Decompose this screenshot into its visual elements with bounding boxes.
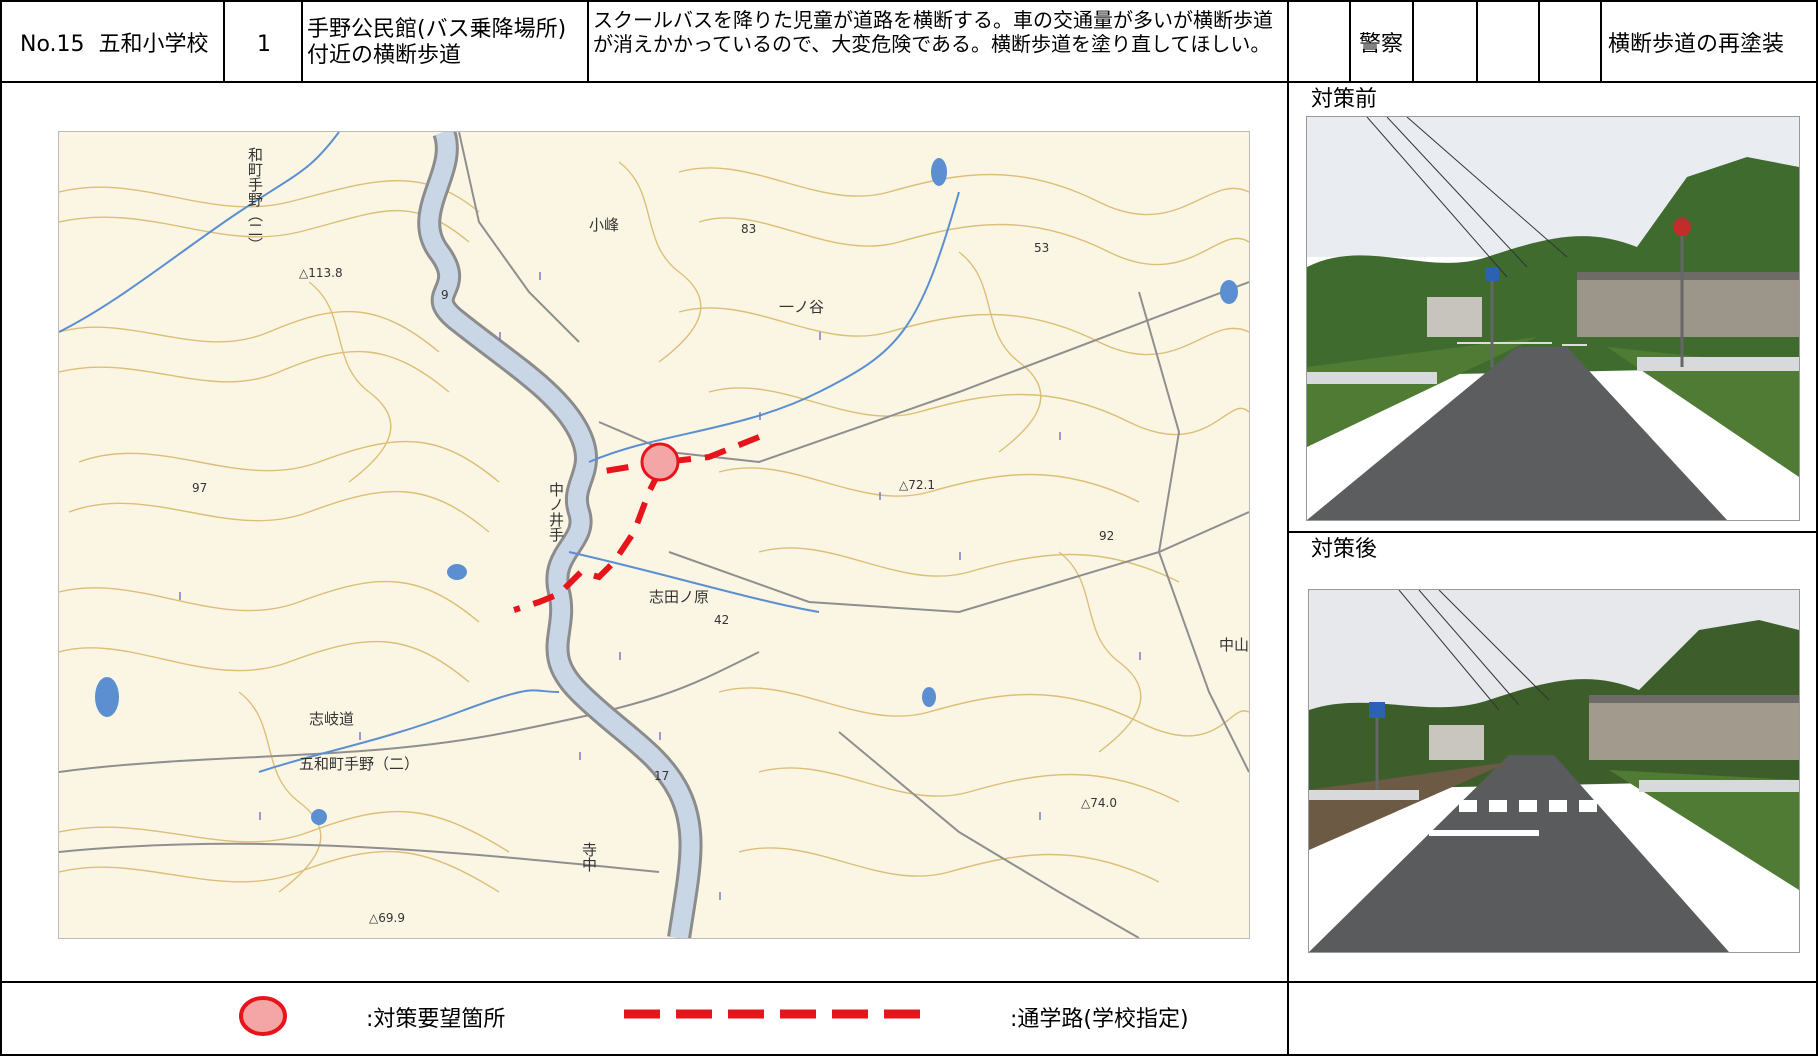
map-label-nakayama: 中山 (1219, 636, 1249, 654)
map-elev-53: 53 (1034, 241, 1049, 255)
before-photo (1306, 116, 1800, 521)
after-label: 対策後 (1311, 537, 1378, 562)
map-elev-72: △72.1 (899, 478, 935, 492)
request-location-marker (640, 442, 680, 482)
map-label-nakanoide: 中ノ井手 (547, 482, 565, 543)
map-elev-69: △69.9 (369, 911, 405, 925)
map-elev-74: △74.0 (1081, 796, 1117, 810)
marker-legend-label: :対策要望箇所 (366, 1007, 506, 1032)
map-label-gowa-teno-top: 和町手野（二） (246, 147, 264, 252)
header-school-cell: No.15 五和小学校 (0, 0, 225, 83)
header-blank-cell-2 (1412, 0, 1478, 83)
before-label: 対策前 (1311, 87, 1378, 112)
map-elev-42: 42 (714, 613, 729, 627)
map-elev-92: 92 (1099, 529, 1114, 543)
road-lines (59, 132, 1249, 938)
map-label-ichinotani: 一ノ谷 (779, 298, 824, 316)
contour-lines (59, 161, 1249, 893)
map-label-shikido: 志岐道 (309, 710, 354, 728)
location-text: 手野公民館(バス乗降場所)付近の横断歩道 (307, 17, 567, 68)
header-description-cell: スクールバスを降りた児童が道路を横断する。車の交通量が多いが横断歩道が消えかかっ… (587, 0, 1289, 83)
header-agency-cell: 警察 (1349, 0, 1414, 83)
map-label-teranaka: 寺中 (580, 842, 598, 872)
school-name: No.15 五和小学校 (20, 32, 209, 57)
legend-cell: :対策要望箇所 :通学路(学校指定) (0, 981, 1289, 1056)
route-legend-label: :通学路(学校指定) (1010, 1007, 1189, 1032)
map-elev-9: 9 (441, 288, 449, 302)
field-symbols (179, 272, 1141, 900)
marker-legend-symbol (239, 996, 287, 1036)
measure-text: 横断歩道の再塗装 (1608, 32, 1785, 57)
agency-text: 警察 (1359, 32, 1404, 57)
river-water (420, 132, 700, 938)
map-elev-113: △113.8 (299, 266, 343, 280)
header-blank-cell-4 (1538, 0, 1602, 83)
map-elev-83: 83 (741, 222, 756, 236)
header-number-cell: 1 (223, 0, 303, 83)
header-blank-cell-3 (1476, 0, 1540, 83)
header-measure-cell: 横断歩道の再塗装 (1600, 0, 1818, 83)
legend-blank-cell (1287, 981, 1818, 1056)
map-label-komine: 小峰 (589, 216, 619, 234)
stream-lines (59, 132, 960, 773)
topographic-map: 和町手野（二） 中ノ井手 志田ノ原 志岐道 五和町手野（二） 一ノ谷 小峰 寺中… (58, 131, 1250, 939)
header-location-cell: 手野公民館(バス乗降場所)付近の横断歩道 (301, 0, 589, 83)
header-blank-cell-1 (1287, 0, 1351, 83)
description-text: スクールバスを降りた児童が道路を横断する。車の交通量が多いが横断歩道が消えかかっ… (593, 8, 1273, 56)
after-photo (1308, 589, 1800, 953)
map-elev-17: 17 (654, 769, 669, 783)
map-label-gowa-teno-bottom: 五和町手野（二） (299, 755, 419, 773)
route-legend-symbol (624, 1009, 924, 1019)
map-label-shidanohara: 志田ノ原 (649, 588, 709, 606)
item-number: 1 (257, 32, 271, 57)
ponds (95, 158, 1238, 825)
map-elev-97: 97 (192, 481, 207, 495)
